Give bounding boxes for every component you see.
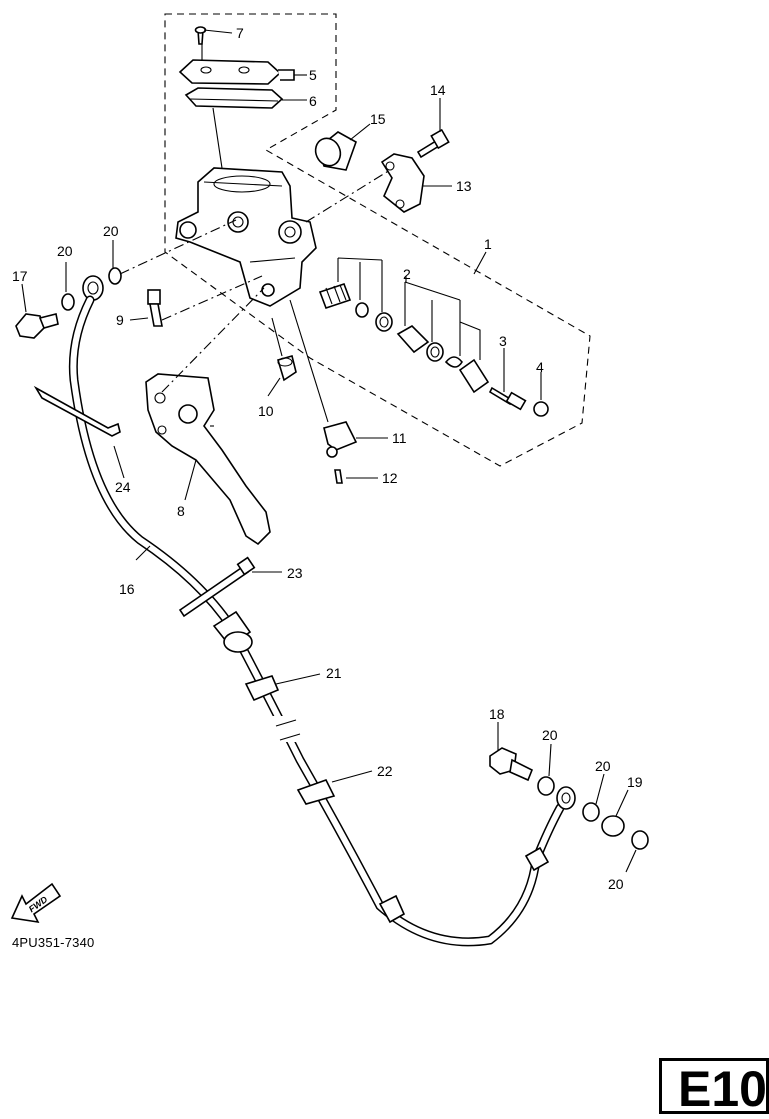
callout-20-upper-left: 20 <box>57 243 73 259</box>
handlebar-clamp <box>380 153 425 213</box>
copper-washer-4 <box>582 802 600 822</box>
callout-21: 21 <box>326 665 342 681</box>
clamp-bolt <box>416 128 450 159</box>
callout-15: 15 <box>370 111 386 127</box>
callout-12: 12 <box>382 470 398 486</box>
callout-20-lower-2: 20 <box>595 758 611 774</box>
bleed-spacer <box>601 815 625 837</box>
reservoir-cap <box>178 59 282 85</box>
union-bolt-lower <box>489 747 534 782</box>
callout-16: 16 <box>119 581 135 597</box>
callout-8: 8 <box>177 503 185 519</box>
callout-4: 4 <box>536 359 544 375</box>
callout-7: 7 <box>236 25 244 41</box>
clutch-master-cylinder-exploded-diagram: 7 5 6 14 15 13 1 2 3 4 11 12 9 10 8 17 2… <box>10 13 649 947</box>
callout-20-lower-1: 20 <box>542 727 558 743</box>
bushing <box>314 131 357 171</box>
callout-6: 6 <box>309 93 317 109</box>
copper-washer-2 <box>108 267 122 285</box>
guide-bolt <box>178 556 256 618</box>
page-code-box: E10 <box>659 1058 769 1117</box>
copper-washer-3 <box>537 776 555 796</box>
callout-11: 11 <box>392 430 407 446</box>
pivot-bolt <box>147 289 163 327</box>
drawing-code: 4PU351-7340 <box>12 935 95 950</box>
hose-fitting-upper <box>82 275 104 301</box>
callout-9: 9 <box>116 312 124 328</box>
diaphragm <box>184 87 284 109</box>
callout-18: 18 <box>489 706 505 722</box>
callout-17: 17 <box>12 268 28 284</box>
piston-kit <box>318 282 549 417</box>
hose-clamp-lower <box>296 779 336 805</box>
clutch-switch <box>323 421 358 458</box>
callout-1: 1 <box>484 236 492 252</box>
hose-clamp-upper <box>244 675 280 702</box>
leader-lines <box>21 29 637 873</box>
forward-arrow-icon: FWD <box>10 882 62 924</box>
callout-13: 13 <box>456 178 472 194</box>
dust-boot <box>277 355 297 382</box>
hose-fitting-lower <box>378 786 576 924</box>
hose-joint <box>212 610 253 653</box>
callout-20-lower-3: 20 <box>608 876 624 892</box>
cable-band <box>33 385 121 437</box>
callout-19: 19 <box>627 774 643 790</box>
reservoir-group-boundary <box>164 13 591 467</box>
callout-24: 24 <box>115 479 131 495</box>
master-cylinder-body <box>175 167 317 307</box>
callout-5: 5 <box>309 67 317 83</box>
switch-screw <box>334 469 343 484</box>
callout-20-upper-right: 20 <box>103 223 119 239</box>
callout-23: 23 <box>287 565 303 581</box>
union-bolt-upper <box>15 313 59 339</box>
copper-washer-1 <box>61 293 75 311</box>
clutch-lever <box>145 373 271 546</box>
callout-2: 2 <box>403 266 411 282</box>
callout-10: 10 <box>258 403 274 419</box>
copper-washer-5 <box>631 830 649 850</box>
callout-14: 14 <box>430 82 446 98</box>
callout-22: 22 <box>377 763 393 779</box>
callout-3: 3 <box>499 333 507 349</box>
page-code: E10 <box>678 1061 767 1117</box>
